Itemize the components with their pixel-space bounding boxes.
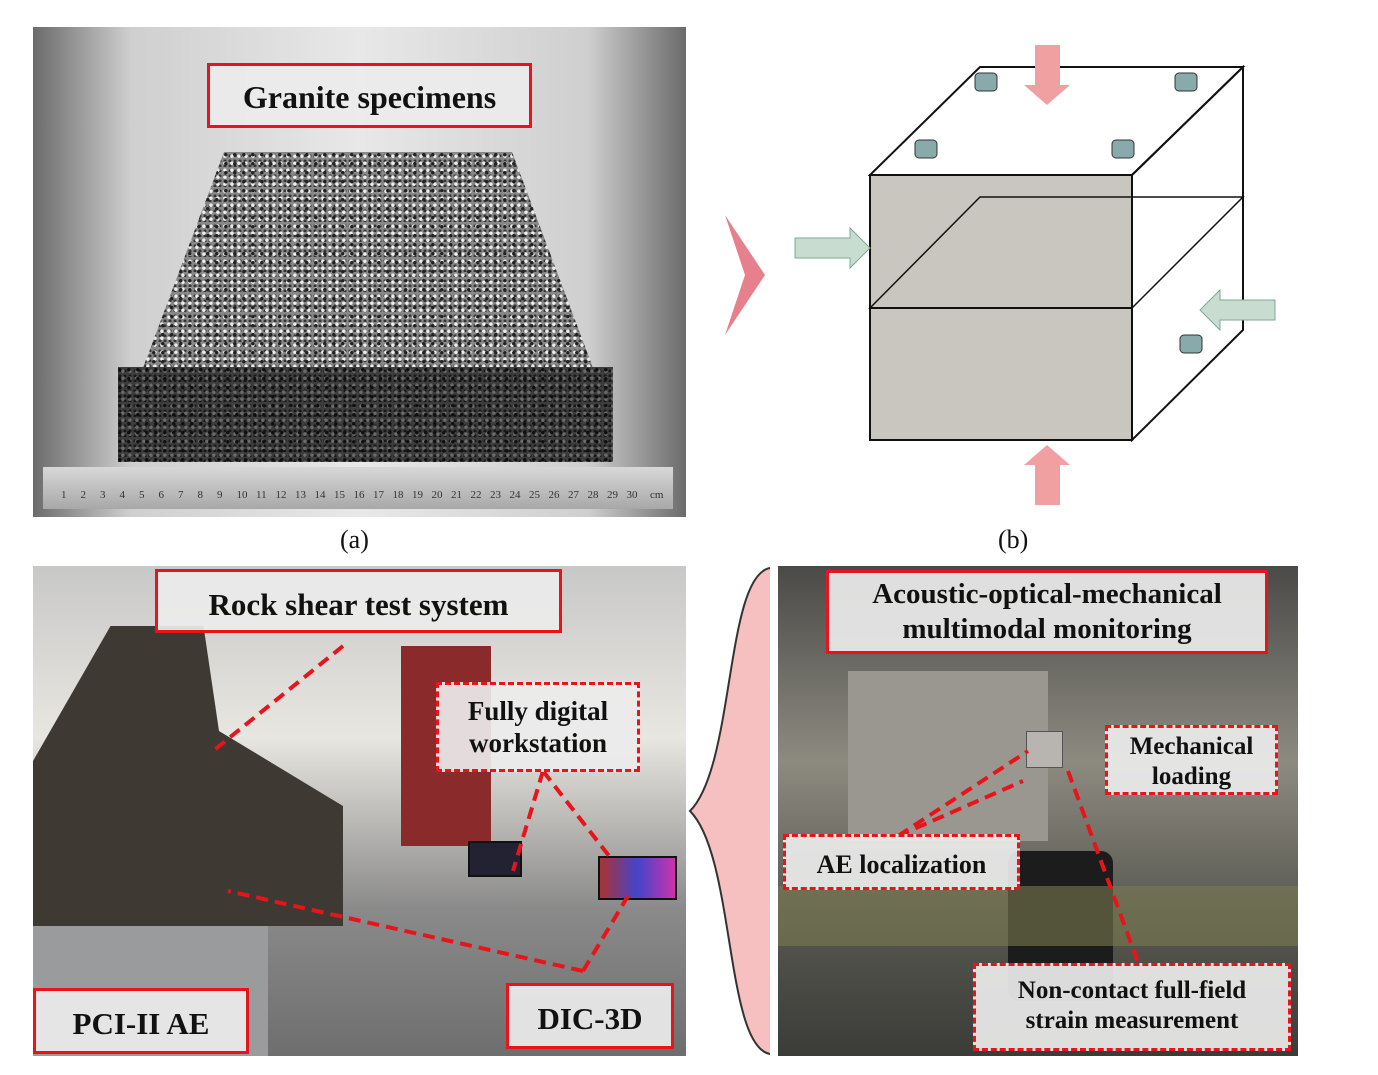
- ruler-number: 26: [548, 489, 560, 501]
- ruler-number: 8: [197, 489, 204, 501]
- right-load-arrow: [1199, 288, 1276, 332]
- chevron-arrow-icon: [725, 215, 765, 335]
- ruler-number: 18: [392, 489, 404, 501]
- ruler-number: 10: [236, 489, 248, 501]
- mechanical-loading-label: Mechanical loading: [1105, 725, 1278, 795]
- loading-frame: [848, 671, 1048, 841]
- ruler-number: 1: [61, 489, 67, 501]
- ruler-number: 11: [256, 489, 267, 501]
- base-plate: [778, 886, 1298, 946]
- workstation-label: Fully digital workstation: [436, 682, 640, 772]
- ruler-number: 25: [529, 489, 540, 501]
- rock-shear-label: Rock shear test system: [155, 569, 562, 633]
- ruler-number: 20: [431, 489, 443, 501]
- curly-brace: [688, 567, 771, 1055]
- ruler-number: 30: [626, 489, 638, 501]
- ruler-unit: cm: [650, 489, 664, 501]
- ruler-number: 17: [373, 489, 384, 501]
- caption-b: (b): [998, 525, 1029, 554]
- caption-a: (a): [340, 525, 369, 554]
- panel-c-arrows: [211, 644, 630, 973]
- ruler-number: 16: [353, 489, 365, 501]
- strain-measurement-label: Non-contact full-field strain measuremen…: [973, 963, 1291, 1051]
- bottom-load-arrow: [1024, 445, 1070, 505]
- specimen: [1026, 731, 1063, 768]
- ruler-number: 29: [607, 489, 618, 501]
- ruler-number: 2: [80, 489, 87, 501]
- monitor-2: [598, 856, 677, 900]
- ruler-number: 4: [119, 489, 126, 501]
- ruler-number: 19: [412, 489, 423, 501]
- granite-block-top: [143, 152, 593, 368]
- granite-block-side: [118, 367, 613, 462]
- ruler-number: 22: [470, 489, 482, 501]
- pci-ae-label: PCI-II AE: [33, 988, 249, 1054]
- multimodal-label: Acoustic-optical-mechanical multimodal m…: [826, 570, 1268, 654]
- ruler-number: 3: [100, 489, 106, 501]
- rock-shear-test-photo: [33, 566, 686, 1056]
- ruler-number: 7: [178, 489, 184, 501]
- panel-d-arrows: [896, 749, 1145, 977]
- ae-localization-label: AE localization: [783, 834, 1020, 890]
- ae-sensors: [914, 72, 1203, 354]
- ruler-number: 15: [334, 489, 345, 501]
- ruler-number: 23: [490, 489, 501, 501]
- ruler-number: 21: [451, 489, 462, 501]
- ruler-number: 5: [139, 489, 145, 501]
- top-load-arrow: [1024, 45, 1070, 105]
- ruler-number: 24: [509, 489, 521, 501]
- ruler-number: 6: [158, 489, 165, 501]
- ruler-number: 28: [587, 489, 599, 501]
- dic-3d-label: DIC-3D: [506, 983, 674, 1049]
- granite-specimens-label: Granite specimens: [207, 63, 532, 128]
- ruler-number: 13: [295, 489, 306, 501]
- ruler-number: 14: [314, 489, 326, 501]
- left-load-arrow: [794, 226, 871, 270]
- ruler-number: 12: [275, 489, 287, 501]
- ruler-number: 9: [217, 489, 223, 501]
- ruler-number: 27: [568, 489, 579, 501]
- loading-diagram: [794, 45, 1276, 505]
